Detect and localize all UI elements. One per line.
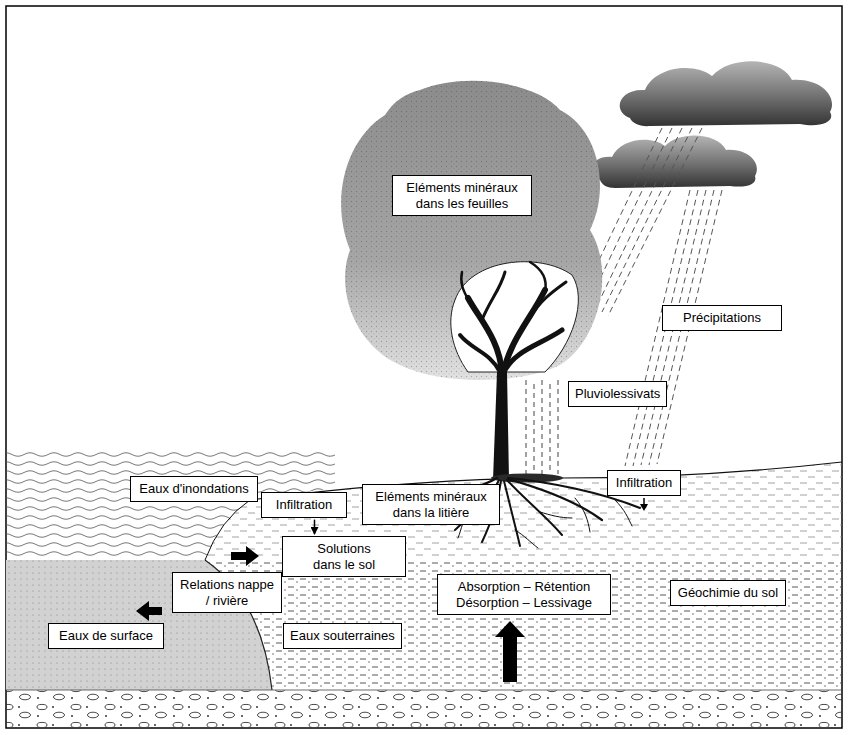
box-label: Infiltration <box>614 475 674 491</box>
box-label: Absorption – Rétention Désorption – Less… <box>444 579 604 610</box>
box-label: Géochimie du sol <box>677 585 779 601</box>
box-label: Infiltration <box>268 497 340 513</box>
box-label: Solutions dans le sol <box>302 541 386 572</box>
label-box: Solutions dans le sol <box>282 536 406 577</box>
label-box: Eléments minéraux dans les feuilles <box>392 175 532 216</box>
label-box: Géochimie du sol <box>670 580 786 606</box>
label-box: Infiltration <box>607 470 681 496</box>
label-box: Absorption – Rétention Désorption – Less… <box>437 574 611 615</box>
label-box: Eaux souterraines <box>283 623 402 649</box>
box-label: Précipitations <box>669 310 775 326</box>
label-box: Infiltration <box>261 492 347 518</box>
label-box: Précipitations <box>662 305 782 331</box>
box-label: Eléments minéraux dans la litière <box>369 489 493 520</box>
box-label: Eaux de surface <box>55 628 157 644</box>
label-box: Pluviolessivats <box>568 381 667 407</box>
label-box: Eaux de surface <box>48 623 164 649</box>
flow-arrow <box>314 520 316 534</box>
box-label: Relations nappe / rivière <box>179 577 275 608</box>
box-label: Pluviolessivats <box>575 386 660 402</box>
box-label: Eaux souterraines <box>290 628 395 644</box>
box-label: Eléments minéraux dans les feuilles <box>400 180 524 211</box>
label-box: Eaux d'inondations <box>130 476 258 502</box>
box-label: Eaux d'inondations <box>137 481 251 497</box>
label-box: Eléments minéraux dans la litière <box>362 484 500 525</box>
label-box: Relations nappe / rivière <box>172 572 282 613</box>
